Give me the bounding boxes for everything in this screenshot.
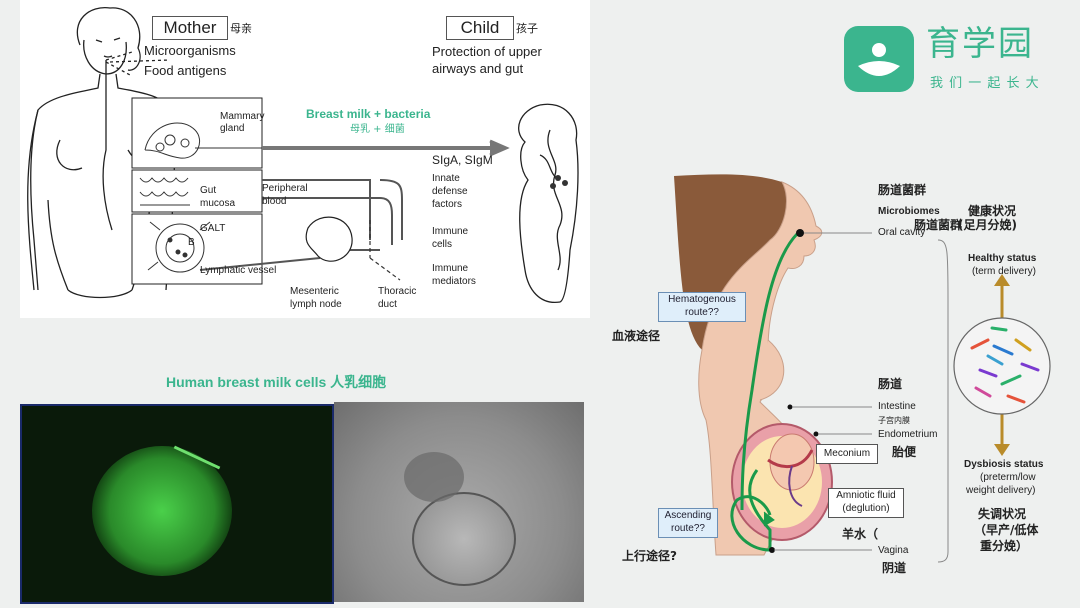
dysbiosis-cn-2: （早产/低体 xyxy=(974,524,1038,537)
healthy-status-label: Healthy status xyxy=(968,252,1036,265)
intestine-cn: 肠道 xyxy=(878,378,902,391)
microbiomes-label: Microbiomes xyxy=(878,205,940,218)
breast-milk-diagram: Mother 母亲 Microorganisms Food antigens C… xyxy=(20,0,590,318)
protection-label-2: airways and gut xyxy=(432,62,523,75)
brightfield-cell-image xyxy=(334,402,584,602)
ascending-cn: 上行途径? xyxy=(622,550,677,563)
galt-b-label: B xyxy=(188,236,195,249)
food-antigens-label: Food antigens xyxy=(144,64,226,77)
mesenteric-label-1: Mesenteric xyxy=(290,285,339,298)
vagina-cn: 阴道 xyxy=(882,562,906,575)
hematogenous-cn: 血液途径 xyxy=(612,330,660,343)
amniotic-box: Amniotic fluid (deglution) xyxy=(828,488,904,518)
mesenteric-label-2: lymph node xyxy=(290,298,342,311)
endometrium-cn: 子宫内膜 xyxy=(878,414,910,427)
hematogenous-text-2: route?? xyxy=(659,306,745,319)
mother-label: Mother xyxy=(164,18,217,37)
immune-cells-label-1: Immune xyxy=(432,225,468,238)
innate-label-1: Innate xyxy=(432,172,460,185)
healthy-sub-label: (term delivery) xyxy=(972,265,1036,278)
dysbiosis-cn-3: 重分娩） xyxy=(980,540,1028,553)
thoracic-label-1: Thoracic xyxy=(378,285,416,298)
peripheral-label-2: blood xyxy=(262,195,286,208)
oral-cavity-label: Oral cavity xyxy=(878,226,925,239)
brand-logo xyxy=(844,26,914,92)
gut-label-2: mucosa xyxy=(200,197,235,210)
brand-slogan: 我 们 一 起 长 大 xyxy=(930,72,1040,91)
gut-label-1: Gut xyxy=(200,184,216,197)
dysbiosis-label: Dysbiosis status xyxy=(964,458,1043,471)
breast-milk-cn-label: 母乳 + 细菌 xyxy=(350,123,405,136)
healthy-cn-2: (足月分娩) xyxy=(958,219,1017,232)
immune-mediators-label-1: Immune xyxy=(432,262,468,275)
healthy-cn: 健康状况 xyxy=(968,205,1016,218)
child-cn-label: 孩子 xyxy=(516,22,538,35)
endometrium-label: Endometrium xyxy=(878,428,937,441)
galt-label: GALT xyxy=(200,222,225,235)
amniotic-text-2: (deglution) xyxy=(829,502,903,515)
dysbiosis-sub-2: weight delivery) xyxy=(966,484,1035,497)
hematogenous-callout: Hematogenous route?? xyxy=(658,292,746,322)
hematogenous-text-1: Hematogenous xyxy=(659,293,745,306)
meconium-cn: 胎便 xyxy=(892,446,916,459)
dysbiosis-cn-1: 失调状况 xyxy=(978,508,1026,521)
brand-logo-icon xyxy=(844,26,914,92)
cells-caption: Human breast milk cells 人乳细胞 xyxy=(166,376,386,389)
microorganisms-label: Microorganisms xyxy=(144,44,236,57)
child-label-box: Child xyxy=(446,16,514,40)
ascending-text-1: Ascending xyxy=(659,509,717,522)
lymphatic-label: Lymphatic vessel xyxy=(200,264,276,277)
innate-label-3: factors xyxy=(432,198,462,211)
mother-cn-label: 母亲 xyxy=(230,22,252,35)
dysbiosis-sub-1: (preterm/low xyxy=(980,471,1036,484)
ascending-callout: Ascending route?? xyxy=(658,508,718,538)
ascending-text-2: route?? xyxy=(659,522,717,535)
peripheral-label-1: Peripheral xyxy=(262,182,308,195)
brand-name: 育学园 xyxy=(926,24,1034,64)
mammary-label-2: gland xyxy=(220,122,244,135)
meconium-box: Meconium xyxy=(816,444,878,464)
intestine-label: Intestine xyxy=(878,400,916,413)
thoracic-label-2: duct xyxy=(378,298,397,311)
mother-label-box: Mother xyxy=(152,16,228,40)
immune-cells-label-2: cells xyxy=(432,238,452,251)
immune-mediators-label-2: mediators xyxy=(432,275,476,288)
meconium-label: Meconium xyxy=(824,448,870,459)
microbiomes-cn: 肠道菌群 xyxy=(878,184,926,197)
amniotic-cn: 羊水（ xyxy=(842,528,878,541)
child-label: Child xyxy=(461,18,500,37)
breast-milk-label: Breast milk + bacteria xyxy=(306,108,430,121)
siga-label: SIgA, SIgM xyxy=(432,154,493,167)
vagina-label: Vagina xyxy=(878,544,908,557)
protection-label-1: Protection of upper xyxy=(432,45,542,58)
fluorescent-cell-image xyxy=(20,404,334,604)
innate-label-2: defense xyxy=(432,185,468,198)
amniotic-text-1: Amniotic fluid xyxy=(829,489,903,502)
